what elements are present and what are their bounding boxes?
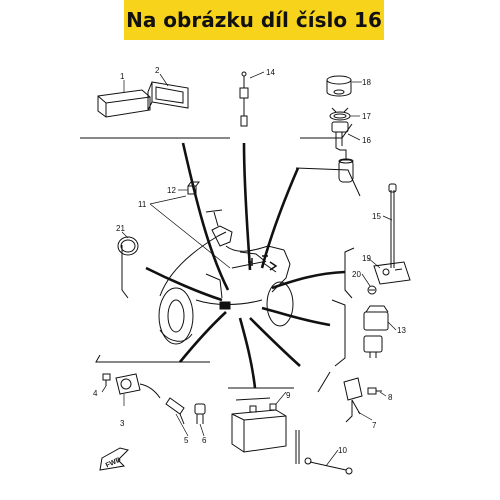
wire-to-part-3 <box>178 311 227 363</box>
callout-2: 2 <box>155 66 160 75</box>
callout-20: 20 <box>352 270 361 279</box>
grommet-part <box>117 236 139 256</box>
wire-to-part-19 <box>271 270 346 290</box>
fuel-cap-ring-part <box>326 75 352 97</box>
callout-12: 12 <box>167 186 176 195</box>
scooter-frame-illustration <box>158 209 294 345</box>
callout-3: 3 <box>120 419 125 428</box>
bracket-right-13 <box>331 299 346 367</box>
gasket-part <box>329 107 351 121</box>
callout-1: 1 <box>120 72 125 81</box>
callout-15: 15 <box>372 212 381 221</box>
wire-to-part-14 <box>242 142 252 271</box>
callout-14: 14 <box>266 68 275 77</box>
fuse-part <box>367 387 382 395</box>
callout-11: 11 <box>138 200 147 209</box>
bracket-bottom-left <box>95 354 210 363</box>
bolt-part <box>367 285 377 295</box>
callout-5: 5 <box>184 436 189 445</box>
starter-relay-part <box>343 377 363 423</box>
callout-7: 7 <box>372 421 377 430</box>
bracket-right-16 <box>295 167 361 197</box>
callout-6: 6 <box>202 436 207 445</box>
ignition-coil-part <box>115 373 161 399</box>
fuel-level-sender-part <box>331 121 354 183</box>
fwd-arrow-icon <box>99 447 129 471</box>
bracket-top-right <box>300 123 353 139</box>
rectifier-part <box>373 261 411 285</box>
spark-plug-part <box>194 403 206 424</box>
callout-18: 18 <box>362 78 371 87</box>
cdi-unit-part <box>97 89 151 118</box>
callout-17: 17 <box>362 112 371 121</box>
cover-part <box>147 81 189 111</box>
callout-4: 4 <box>93 389 98 398</box>
title-banner: Na obrázku díl číslo 16 <box>124 0 384 40</box>
wire-to-part-9 <box>238 317 257 389</box>
battery-part <box>231 397 287 453</box>
callout-21: 21 <box>116 224 125 233</box>
callout-16: 16 <box>362 136 371 145</box>
plug-cap-part <box>165 397 185 425</box>
rod-part <box>388 183 397 268</box>
wire-to-part-16 <box>260 167 300 269</box>
sensor-cable-part <box>239 71 249 127</box>
callout-8: 8 <box>388 393 393 402</box>
battery-cable-part <box>295 430 353 475</box>
callout-10: 10 <box>338 446 347 455</box>
bracket-left-21 <box>121 245 129 299</box>
bracket-right-19-20 <box>344 247 355 299</box>
relay-set-part <box>363 305 389 358</box>
callout-9: 9 <box>286 391 291 400</box>
screw-part <box>102 373 111 386</box>
wire-to-part-21 <box>145 266 223 302</box>
callout-19: 19 <box>362 254 371 263</box>
banner-title: Na obrázku díl číslo 16 <box>126 8 382 32</box>
callout-labels: 1 2 3 4 5 6 7 8 9 10 11 12 13 14 15 16 1… <box>93 66 406 455</box>
callout-13: 13 <box>397 326 406 335</box>
wire-to-part-7 <box>249 317 301 367</box>
bracket-bottom-right <box>317 371 331 393</box>
wire-to-part-13 <box>261 306 331 327</box>
wire-to-parts-1-2 <box>181 142 230 291</box>
